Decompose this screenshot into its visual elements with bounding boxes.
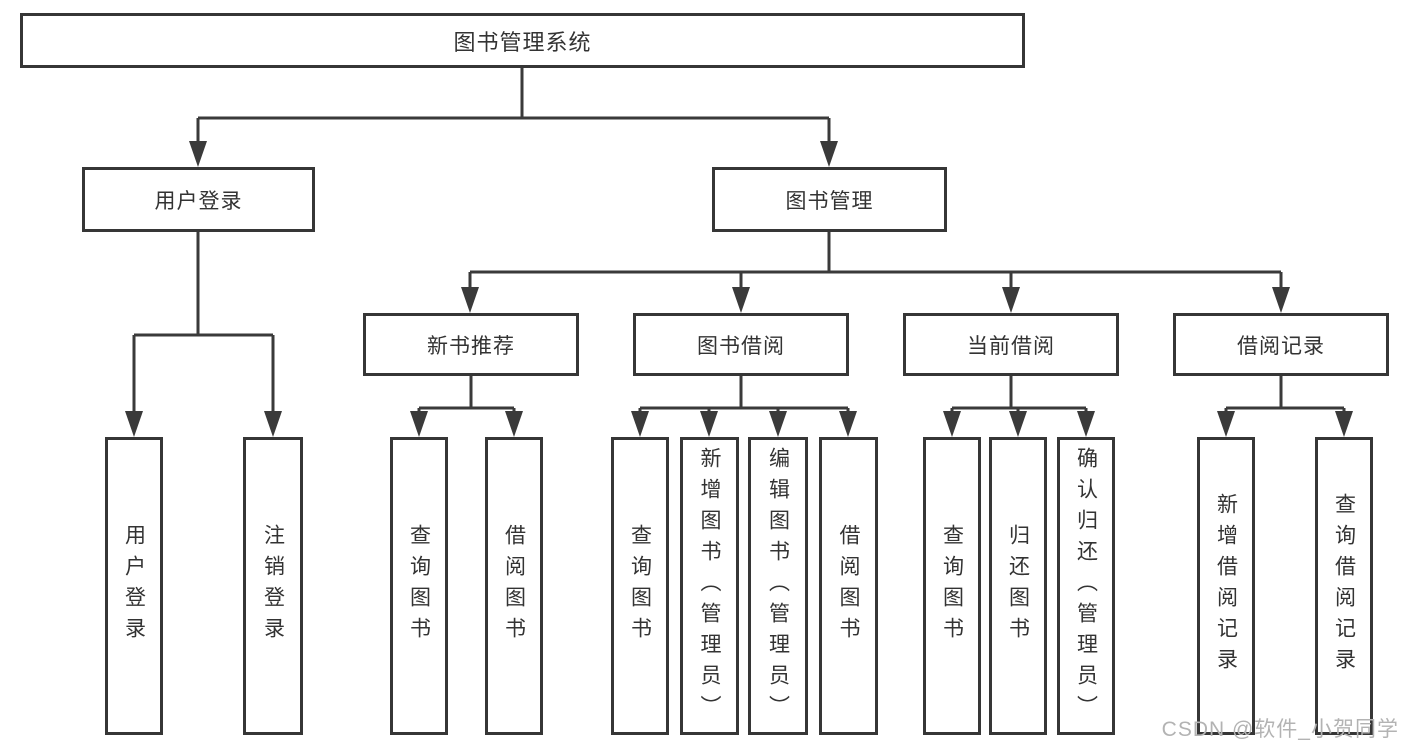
leaf-confirm-return-admin: 确认归还（管理员） [1057,437,1115,735]
leaf-user-login: 用户登录 [105,437,163,735]
node-library-management-system: 图书管理系统 [20,13,1025,68]
leaf-query-borrow-record: 查询借阅记录 [1315,437,1373,735]
leaf-borrow-books: 借阅图书 [819,437,878,735]
leaf-label: 查询图书 [628,524,652,648]
node-current-borrowing: 当前借阅 [903,313,1119,376]
leaf-label: 归还图书 [1006,524,1030,648]
leaf-add-books-admin: 新增图书（管理员） [680,437,739,735]
leaf-logout: 注销登录 [243,437,303,735]
leaf-return-books: 归还图书 [989,437,1047,735]
leaf-label: 借阅图书 [837,524,860,648]
leaf-label: 新增借阅记录 [1214,493,1238,679]
node-new-book-recommendation: 新书推荐 [363,313,579,376]
leaf-add-borrow-record: 新增借阅记录 [1197,437,1255,735]
leaf-borrow-books-recommend: 借阅图书 [485,437,543,735]
node-user-login-branch: 用户登录 [82,167,315,232]
node-borrowing-records: 借阅记录 [1173,313,1389,376]
leaf-label: 用户登录 [122,524,146,648]
leaf-label: 查询借阅记录 [1332,493,1356,679]
leaf-label: 注销登录 [261,524,285,648]
csdn-watermark: CSDN @软件_小贺同学 [1161,718,1399,741]
leaf-label: 查询图书 [407,524,431,648]
leaf-query-books-current: 查询图书 [923,437,981,735]
leaf-label: 借阅图书 [502,524,526,648]
leaf-query-books-borrowing: 查询图书 [611,437,669,735]
node-book-management-branch: 图书管理 [712,167,947,232]
leaf-label: 查询图书 [940,524,964,648]
node-book-borrowing: 图书借阅 [633,313,849,376]
leaf-label: 确认归还（管理员） [1074,446,1098,726]
leaf-edit-books-admin: 编辑图书（管理员） [748,437,808,735]
leaf-label: 新增图书（管理员） [698,446,721,726]
leaf-label: 编辑图书（管理员） [766,446,790,726]
arrowheads [125,141,1353,437]
leaf-query-books-recommend: 查询图书 [390,437,448,735]
